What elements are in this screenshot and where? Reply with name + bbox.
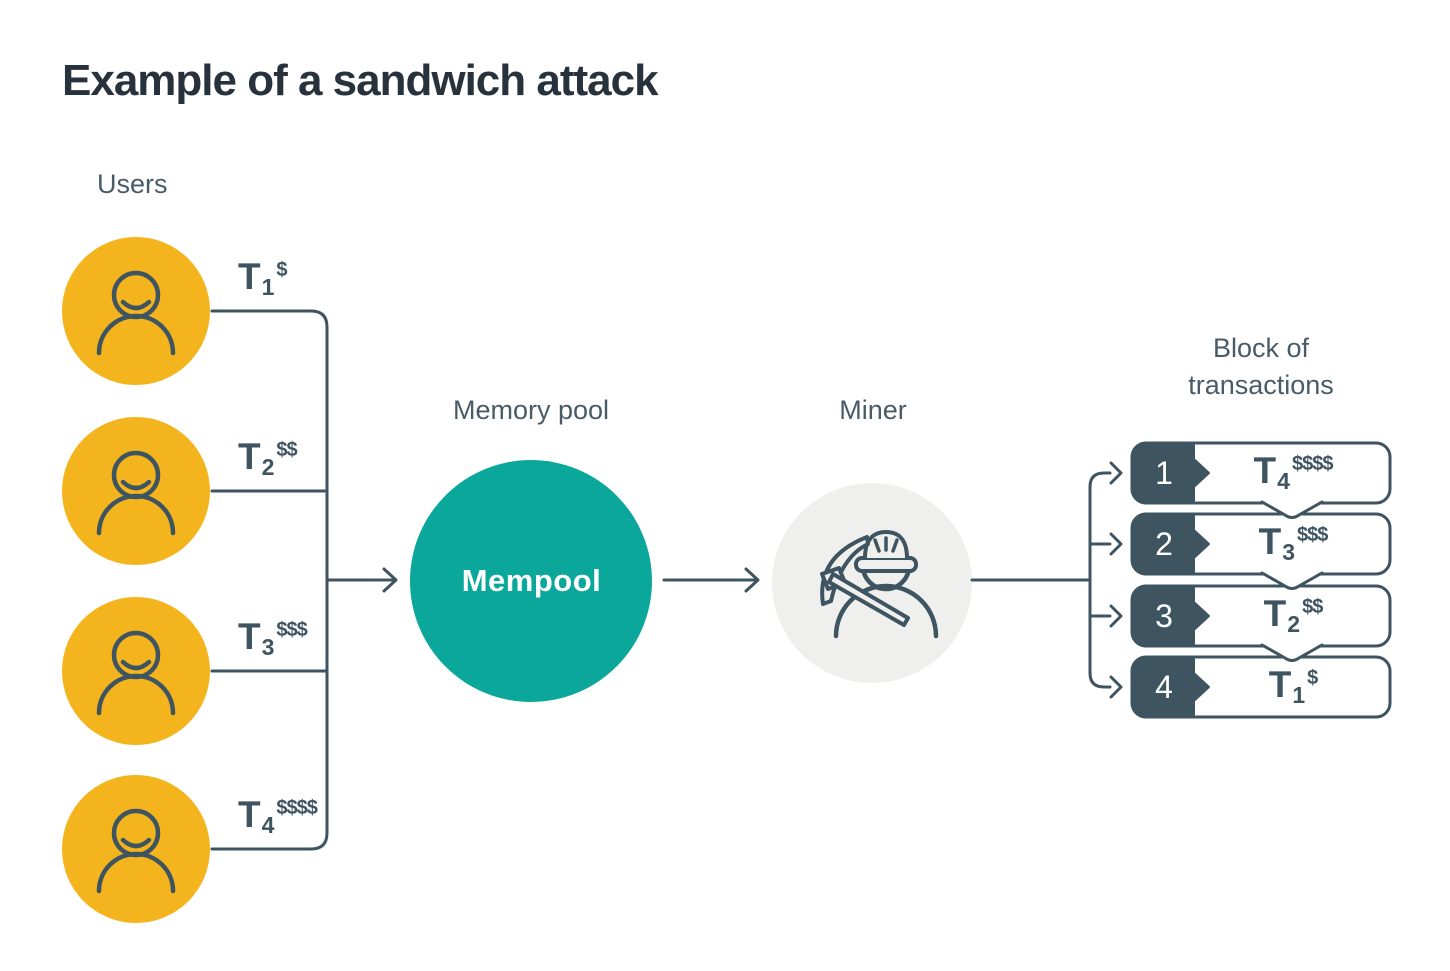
- person-icon: [96, 270, 176, 356]
- block-row-2-number: 2: [1155, 526, 1173, 562]
- block-label-line1: Block of: [1212, 333, 1310, 363]
- tx-symbol: T: [238, 436, 261, 477]
- arrowhead-to-mempool: [382, 567, 398, 593]
- block-row-2-transaction: T3$$$: [1197, 522, 1389, 570]
- tx-subscript: 1: [261, 274, 275, 300]
- person-icon: [96, 630, 176, 716]
- block-bracket-connector: [970, 461, 1123, 699]
- pickaxe-handle: [827, 572, 910, 627]
- person-icon: [96, 808, 176, 894]
- user-circle: [62, 597, 210, 745]
- row-number-chevron: [1194, 673, 1210, 701]
- tx-symbol: T: [1263, 593, 1287, 634]
- tx-subscript: 1: [1292, 682, 1306, 708]
- block-of-transactions-label: Block of transactions: [1136, 330, 1386, 404]
- tx-fee: $$$$: [276, 797, 317, 819]
- tx-fee: $$$: [276, 619, 307, 641]
- miner-label: Miner: [839, 395, 907, 425]
- tx-fee: $: [276, 259, 287, 281]
- person-icon: [96, 450, 176, 536]
- block-row-4-number: 4: [1155, 669, 1173, 705]
- block-row-3-transaction: T2$$: [1197, 594, 1389, 642]
- block-rows: [1130, 441, 1392, 719]
- arrow-mempool-to-miner: [662, 567, 760, 593]
- tx-subscript: 4: [1277, 468, 1290, 494]
- tx-symbol: T: [1258, 521, 1282, 562]
- user-avatar-1: [62, 237, 210, 385]
- user-circle: [62, 237, 210, 385]
- user-avatar-3: [62, 597, 210, 745]
- user-circle: [62, 417, 210, 565]
- tx-subscript: 3: [261, 634, 275, 660]
- row-notch-2: [1260, 571, 1324, 590]
- tx-fee: $$: [276, 439, 297, 461]
- tx-symbol: T: [238, 794, 261, 835]
- row-notch-1: [1260, 500, 1324, 519]
- row-number-chevron: [1194, 530, 1210, 558]
- user-circle: [62, 775, 210, 923]
- tx-symbol: T: [238, 616, 261, 657]
- block-row-1: [1130, 441, 1392, 505]
- row-notch-3: [1260, 643, 1324, 662]
- memory-pool-label: Memory pool: [452, 395, 610, 425]
- miner-icon: [820, 530, 939, 639]
- tx-fee: $$$$: [1291, 453, 1333, 475]
- row-number-chevron: [1194, 459, 1210, 487]
- tx-subscript: 2: [1287, 611, 1301, 637]
- block-row-1-transaction: T4$$$$: [1197, 451, 1389, 499]
- page-title: Example of a sandwich attack: [62, 56, 659, 105]
- tx-fee: $$: [1302, 596, 1323, 618]
- block-row-3-number: 3: [1155, 598, 1173, 634]
- users-bracket-connector: [210, 309, 398, 851]
- tx-symbol: T: [1253, 450, 1277, 491]
- tx-symbol: T: [1268, 664, 1292, 705]
- tx-fee: $: [1307, 667, 1318, 689]
- block-label-line2: transactions: [1188, 370, 1334, 400]
- transaction-label-t2: T2$$: [238, 436, 298, 485]
- tx-symbol: T: [238, 256, 261, 297]
- block-row-1-number: 1: [1155, 455, 1173, 491]
- tx-subscript: 3: [1282, 539, 1296, 565]
- tx-subscript: 2: [261, 454, 275, 480]
- user-avatar-2: [62, 417, 210, 565]
- transaction-label-t1: T1$: [238, 256, 288, 305]
- block-row-4: [1130, 655, 1392, 719]
- block-row-2: [1130, 512, 1392, 576]
- transaction-label-t3: T3$$$: [238, 616, 308, 665]
- block-row-4-transaction: T1$: [1197, 665, 1389, 713]
- mempool-node: [410, 460, 652, 702]
- row-number-box: [1133, 658, 1195, 716]
- tx-subscript: 4: [261, 812, 275, 838]
- row-number-box: [1133, 444, 1195, 502]
- tx-fee: $$$: [1297, 524, 1328, 546]
- transaction-label-t4: T4$$$$: [238, 794, 318, 843]
- user-avatar-4: [62, 775, 210, 923]
- users-label: Users: [97, 169, 168, 199]
- mempool-node-text: Mempool: [461, 563, 602, 598]
- row-number-box: [1133, 587, 1195, 645]
- row-number-box: [1133, 515, 1195, 573]
- row-number-chevron: [1194, 602, 1210, 630]
